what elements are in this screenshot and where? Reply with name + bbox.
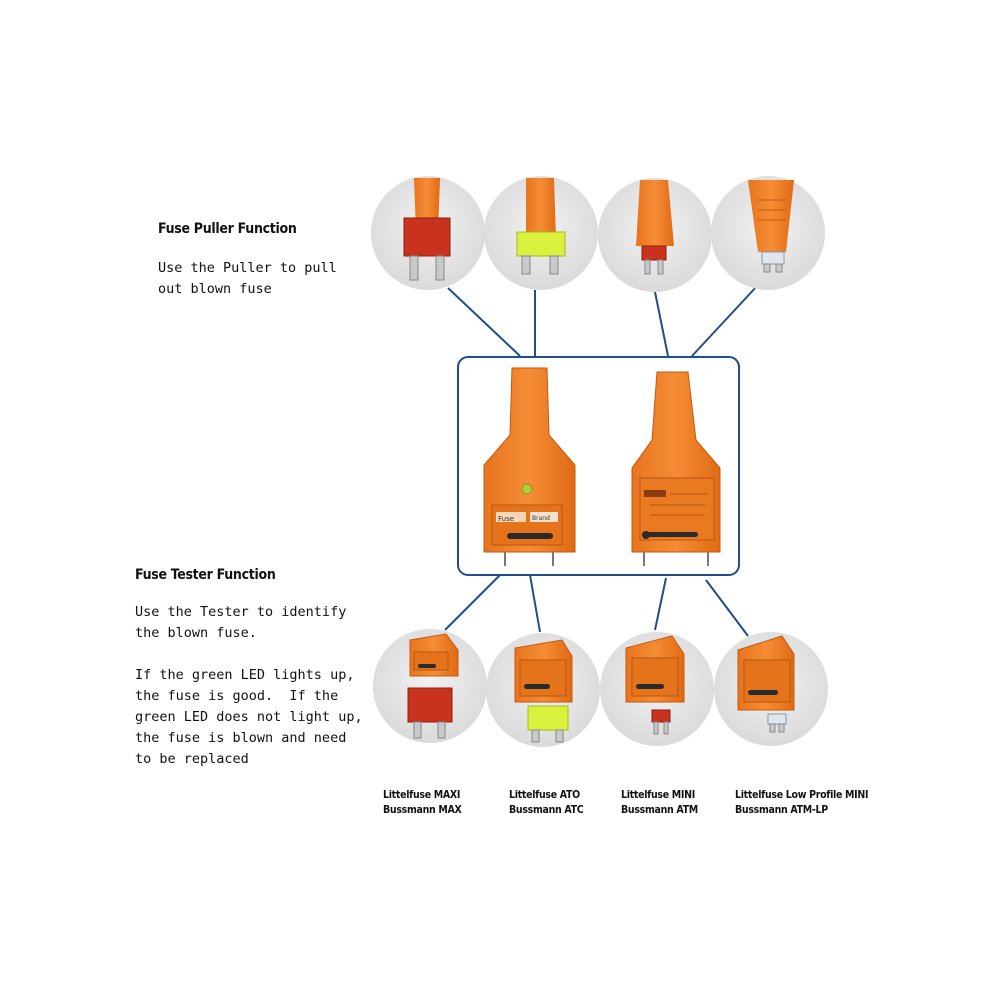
puller-circle-mini: [598, 178, 712, 292]
puller-circle-maxi: [371, 176, 485, 290]
connector-line: [447, 287, 521, 357]
tester-circle-ato: [486, 633, 600, 747]
tool-label-brand: Brand: [532, 515, 550, 522]
connector-line: [691, 284, 759, 357]
puller-line: Use the Puller to pull: [158, 260, 337, 276]
tester-line: the fuse is blown and need: [135, 730, 347, 746]
connector-line: [705, 579, 749, 637]
fuse-type-line1: Littelfuse Low Profile MINI: [735, 789, 869, 801]
connector-line: [654, 291, 669, 357]
fuse-type-caption-maxi: Littelfuse MAXI Bussmann MAX: [383, 788, 462, 818]
connector-line: [654, 577, 667, 631]
fuse-type-caption-low-profile-mini: Littelfuse Low Profile MINI Bussmann ATM…: [735, 788, 868, 818]
fuse-type-line2: Bussmann MAX: [383, 804, 462, 816]
tester-description: Use the Tester to identify the blown fus…: [135, 602, 363, 770]
tester-line: green LED does not light up,: [135, 709, 363, 725]
fuse-type-caption-mini: Littelfuse MINI Bussmann ATM: [621, 788, 698, 818]
fuse-type-line1: Littelfuse ATO: [509, 789, 580, 801]
fuse-type-line1: Littelfuse MAXI: [383, 789, 461, 801]
tester-line: to be replaced: [135, 751, 249, 767]
tool-label-fuse: Fuse: [498, 515, 514, 523]
fuse-type-line2: Bussmann ATC: [509, 804, 584, 816]
puller-description: Use the Puller to pull out blown fuse: [158, 258, 337, 300]
puller-line: out blown fuse: [158, 281, 272, 297]
connector-line: [529, 574, 541, 633]
led-indicator: [521, 483, 533, 495]
tester-circle-mini: [600, 632, 714, 746]
tester-circle-low-profile-mini: [714, 632, 828, 746]
puller-circle-ato: [484, 176, 598, 290]
tester-tool-front: Fuse Brand: [483, 367, 576, 566]
puller-circle-low-profile-mini: [711, 176, 825, 290]
tester-line: the fuse is good. If the: [135, 688, 339, 704]
fuse-type-line2: Bussmann ATM-LP: [735, 804, 828, 816]
tester-line: If the green LED lights up,: [135, 667, 355, 683]
puller-heading: Fuse Puller Function: [158, 221, 297, 237]
connector-lines-bottom: [444, 574, 749, 637]
tester-circle-maxi: [373, 629, 487, 743]
connector-line: [444, 574, 501, 631]
tester-tool-back: [631, 371, 721, 566]
fuse-type-line2: Bussmann ATM: [621, 804, 698, 816]
tester-heading: Fuse Tester Function: [135, 567, 276, 583]
connector-lines-top: [447, 284, 759, 357]
tester-line: Use the Tester to identify: [135, 604, 347, 620]
fuse-type-line1: Littelfuse MINI: [621, 789, 695, 801]
fuse-type-caption-ato: Littelfuse ATO Bussmann ATC: [509, 788, 584, 818]
tester-line: the blown fuse.: [135, 625, 257, 641]
